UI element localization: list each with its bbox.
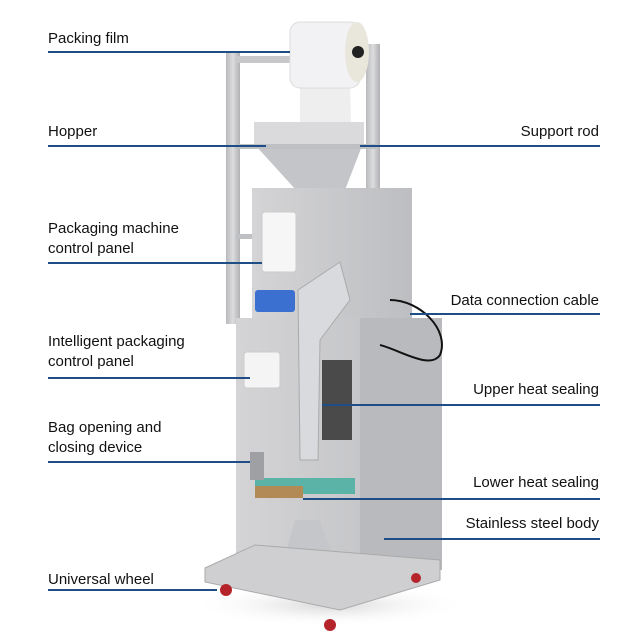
leader-bag-opening-closing-device: [48, 461, 250, 463]
wheel-back-right: [411, 573, 421, 583]
label-text: Stainless steel body: [465, 515, 599, 532]
label-text: Hopper: [48, 123, 98, 140]
label-packaging-machine-control-panel: Packaging machine control panel: [48, 219, 179, 259]
hopper-funnel: [256, 146, 362, 190]
label-packing-film: Packing film: [48, 29, 129, 49]
label-support-rod: Support rod: [521, 122, 599, 142]
label-text-line-2: control panel: [48, 353, 134, 370]
leader-support-rod: [360, 145, 600, 147]
label-text-line-1: Packaging machine: [48, 220, 179, 237]
leader-data-connection-cable: [410, 313, 600, 315]
body-side-panel: [360, 318, 442, 570]
frame-upright-left: [226, 52, 240, 324]
label-text: Lower heat sealing: [473, 474, 599, 491]
label-text-line-2: closing device: [48, 439, 143, 456]
label-hopper: Hopper: [48, 122, 97, 142]
label-intelligent-packaging-control-panel: Intelligent packaging control panel: [48, 332, 185, 372]
label-text-line-1: Bag opening and: [48, 419, 162, 436]
leader-packing-film: [48, 51, 290, 53]
leader-packaging-machine-control-panel: [48, 262, 262, 264]
crossbar-upper: [236, 144, 376, 149]
wheel-front-right: [324, 619, 336, 631]
leader-universal-wheel: [48, 589, 217, 591]
leader-hopper: [48, 145, 266, 147]
wheel-front-left: [220, 584, 232, 596]
label-stainless-steel-body: Stainless steel body: [466, 514, 599, 534]
leader-stainless-steel-body: [384, 538, 600, 540]
forming-collar: [297, 261, 351, 461]
label-text: Support rod: [520, 123, 599, 140]
label-text-line-2: control panel: [48, 240, 134, 257]
intelligent-packaging-control-panel: [243, 351, 281, 389]
label-universal-wheel: Universal wheel: [48, 570, 154, 590]
label-text-line-1: Intelligent packaging: [48, 333, 185, 350]
leader-intelligent-packaging-control-panel: [48, 377, 250, 379]
data-connection-cable: [379, 299, 443, 362]
packaging-machine-control-panel: [261, 211, 297, 273]
hopper-top: [254, 122, 364, 146]
leader-upper-heat-sealing: [322, 404, 600, 406]
label-text: Data connection cable: [450, 292, 599, 309]
leader-lower-heat-sealing: [303, 498, 600, 500]
label-text: Upper heat sealing: [473, 381, 599, 398]
label-bag-opening-closing-device: Bag opening and closing device: [48, 418, 161, 458]
label-data-connection-cable: Data connection cable: [451, 291, 599, 311]
bag-opening-device: [250, 452, 264, 480]
blue-sticker: [255, 290, 295, 312]
upper-heat-sealing-unit: [322, 360, 352, 440]
film-roll-bar: [236, 56, 296, 63]
label-text: Packing film: [48, 30, 129, 47]
label-upper-heat-sealing: Upper heat sealing: [473, 380, 599, 400]
label-lower-heat-sealing: Lower heat sealing: [473, 473, 599, 493]
base-platform: [204, 544, 441, 611]
bag-holder-plate: [255, 486, 303, 498]
film-roll-core: [352, 46, 364, 58]
label-text: Universal wheel: [48, 571, 154, 588]
